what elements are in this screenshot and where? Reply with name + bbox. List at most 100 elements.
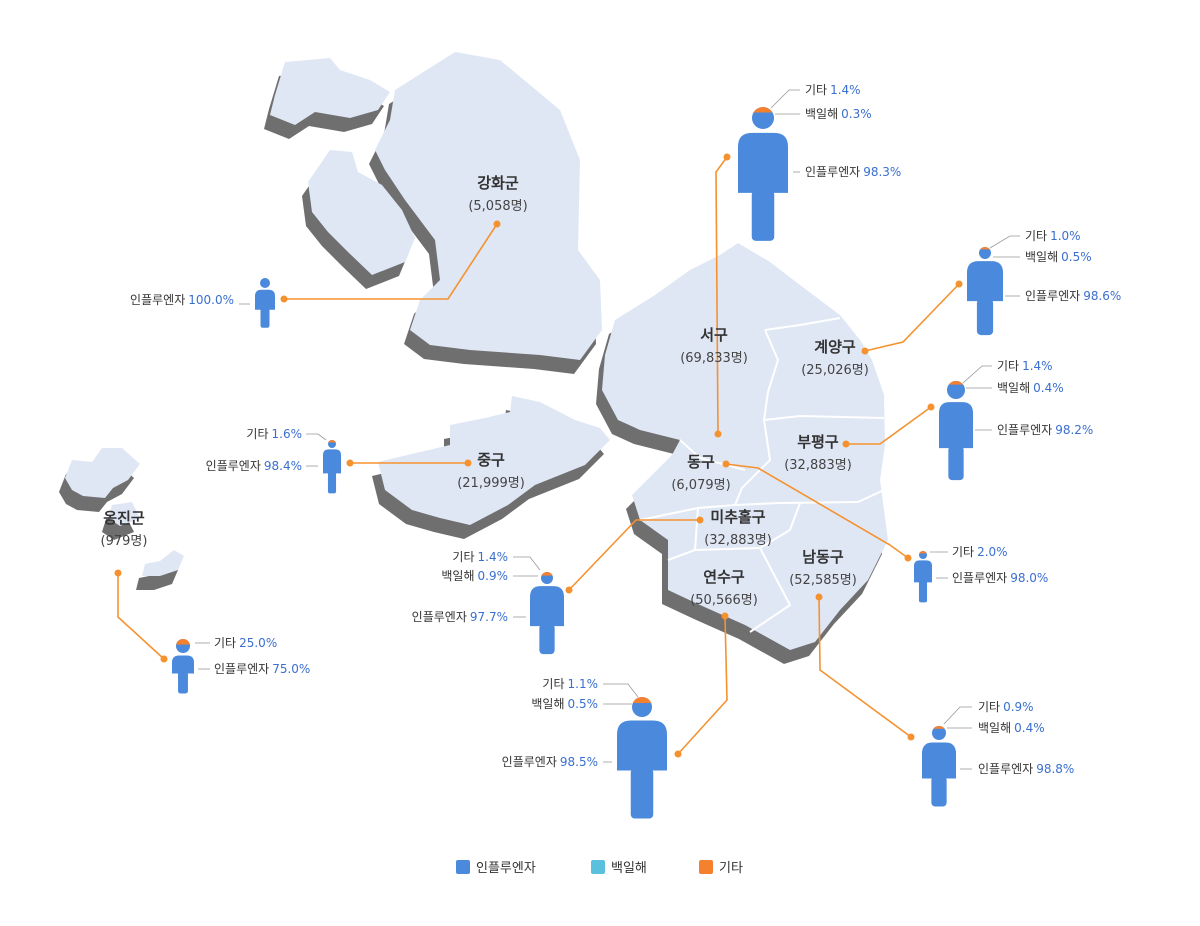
leader-line <box>568 519 700 591</box>
leader-line <box>677 615 728 755</box>
stat-connector <box>306 433 327 441</box>
stat-name: 백일해 <box>1025 250 1058 264</box>
stat-name: 인플루엔자 <box>978 762 1033 776</box>
stat-value: 100.0% <box>188 293 234 307</box>
person-icon <box>323 440 341 494</box>
stat-value: 0.4% <box>1033 381 1064 395</box>
person-icon <box>530 572 564 655</box>
stat-name: 기타 <box>997 359 1019 373</box>
district-border <box>639 501 859 521</box>
stat-name: 인플루엔자 <box>214 662 269 676</box>
stat-value: 0.3% <box>841 107 872 121</box>
stat-value: 1.4% <box>478 550 509 564</box>
stat-value: 2.0% <box>977 545 1008 559</box>
district-count: (25,026명) <box>801 363 869 378</box>
stat-name: 인플루엔자 <box>997 423 1052 437</box>
ganghwa-nw-land <box>270 58 390 125</box>
stat-connector <box>603 683 639 698</box>
stat-value: 1.0% <box>1050 229 1081 243</box>
stat-value: 0.5% <box>568 697 599 711</box>
stat-name: 백일해 <box>531 697 564 711</box>
stat-name: 기타 <box>952 545 974 559</box>
stat-name: 기타 <box>214 636 236 650</box>
stat-value: 98.8% <box>1036 762 1074 776</box>
stat-value: 0.9% <box>1003 700 1034 714</box>
district-count: (5,058명) <box>468 199 527 214</box>
district-count: (69,833명) <box>680 351 748 366</box>
map-borders <box>639 317 885 633</box>
legend-label: 인플루엔자 <box>476 861 536 876</box>
stat-name: 기타 <box>542 677 564 691</box>
district-marker <box>861 347 869 355</box>
district-border <box>734 419 772 506</box>
leader-end-marker <box>927 403 935 411</box>
district-marker <box>696 516 704 524</box>
district-name: 계양구 <box>814 338 856 356</box>
stat-name: 기타 <box>452 550 474 564</box>
stat-name: 기타 <box>1025 229 1047 243</box>
stat-connector <box>989 235 1020 249</box>
leader-end-marker <box>723 153 731 161</box>
stat-value: 75.0% <box>272 662 310 676</box>
stat-name: 인플루엔자 <box>952 571 1007 585</box>
district-border <box>763 329 780 421</box>
district-name: 동구 <box>687 453 715 471</box>
district-border <box>764 317 841 331</box>
stat-name: 백일해 <box>805 107 838 121</box>
person-icon <box>914 551 932 603</box>
district-border <box>749 547 792 633</box>
stat-value: 1.4% <box>830 83 861 97</box>
ongjin-3-land <box>142 550 184 576</box>
district-border <box>763 414 885 421</box>
stat-name: 인플루엔자 <box>1025 289 1080 303</box>
district-count: (6,079명) <box>671 478 730 493</box>
stat-name: 백일해 <box>441 569 474 583</box>
map-land <box>65 52 888 650</box>
stat-value: 0.9% <box>478 569 509 583</box>
district-marker <box>815 593 823 601</box>
stat-name: 인플루엔자 <box>130 293 185 307</box>
legend-swatch <box>699 860 713 874</box>
stat-value: 98.6% <box>1083 289 1121 303</box>
district-border <box>857 489 885 503</box>
leader-end-marker <box>674 750 682 758</box>
district-marker <box>722 460 730 468</box>
gyodong-land <box>308 150 415 275</box>
stat-value: 0.5% <box>1061 250 1092 264</box>
leader-line <box>864 283 960 352</box>
district-name: 남동구 <box>802 548 844 566</box>
leader-end-marker <box>280 295 288 303</box>
legend-item: 기타 <box>699 860 743 876</box>
leader-line <box>284 223 498 300</box>
leader-lines <box>114 153 963 758</box>
stat-value: 1.6% <box>272 427 303 441</box>
stat-name: 기타 <box>978 700 1000 714</box>
leader-line <box>725 463 909 559</box>
stat-label: 백일해 0.5% <box>531 697 598 711</box>
person-icon <box>255 278 275 328</box>
stat-connector <box>962 365 992 384</box>
stat-name: 인플루엔자 <box>412 610 467 624</box>
district-count: (979명) <box>101 534 148 549</box>
district-name: 부평구 <box>797 433 839 451</box>
stat-value: 98.5% <box>560 755 598 769</box>
